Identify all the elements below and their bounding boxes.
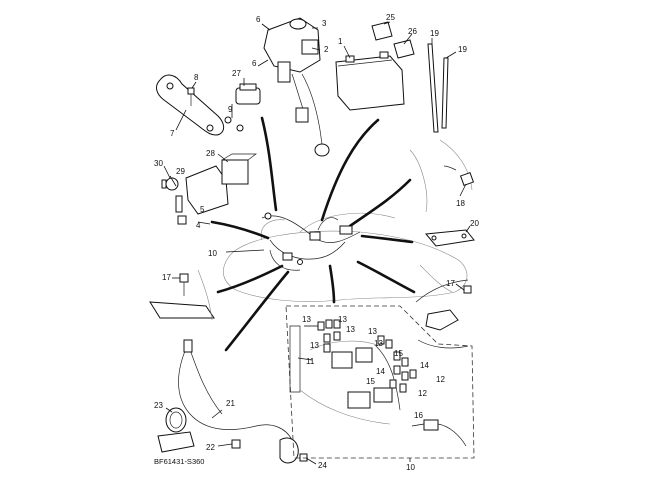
callout-13c: 13 xyxy=(346,325,355,334)
callout-1: 1 xyxy=(338,37,343,46)
callout-26: 26 xyxy=(408,27,417,36)
battery-terminal-covers xyxy=(371,21,415,59)
callout-28: 28 xyxy=(206,149,215,158)
callout-2: 2 xyxy=(324,45,329,54)
starter-relay-assembly xyxy=(261,17,330,157)
battery-bands xyxy=(427,43,449,133)
callout-17b: 17 xyxy=(446,279,455,288)
callout-10b: 10 xyxy=(406,463,415,472)
callout-19a: 19 xyxy=(430,29,439,38)
callout-labels: 1 2 3 4 5 6 6 7 8 9 10 10 11 12 12 13 13… xyxy=(154,13,479,472)
callout-25: 25 xyxy=(386,13,395,22)
callout-6a: 6 xyxy=(256,15,261,24)
callout-17a: 17 xyxy=(162,273,171,282)
callout-27: 27 xyxy=(232,69,241,78)
main-wire-harness xyxy=(261,212,361,271)
callout-20: 20 xyxy=(470,219,479,228)
callout-4: 4 xyxy=(196,221,201,230)
lower-right-inset xyxy=(415,279,472,349)
callout-11: 11 xyxy=(306,357,315,366)
callout-19b: 19 xyxy=(458,45,467,54)
sensor xyxy=(443,165,475,187)
callout-12a: 12 xyxy=(436,375,445,384)
bolt xyxy=(187,87,195,106)
callout-10a: 10 xyxy=(208,249,217,258)
callout-3: 3 xyxy=(322,19,327,28)
callout-leaders xyxy=(163,21,471,465)
callout-22: 22 xyxy=(206,443,215,452)
battery xyxy=(335,51,405,111)
callout-14b: 14 xyxy=(376,367,385,376)
callout-30: 30 xyxy=(154,159,163,168)
callout-9: 9 xyxy=(228,105,233,114)
callout-13b: 13 xyxy=(338,315,347,324)
lower-left-bracket xyxy=(149,269,215,321)
callout-8: 8 xyxy=(194,73,199,82)
callout-7: 7 xyxy=(170,129,175,138)
callout-13f: 13 xyxy=(374,339,383,348)
callout-12b: 12 xyxy=(418,389,427,398)
harness-routing-lines xyxy=(210,116,416,352)
mounting-bracket xyxy=(425,229,475,247)
callout-18: 18 xyxy=(456,199,465,208)
fuse-box-inset xyxy=(285,305,475,459)
relay xyxy=(235,83,261,105)
bracket xyxy=(156,74,244,136)
callout-21: 21 xyxy=(226,399,235,408)
callout-16: 16 xyxy=(414,411,423,420)
callout-15a: 15 xyxy=(394,349,403,358)
callout-13a: 13 xyxy=(302,315,311,324)
callout-14a: 14 xyxy=(420,361,429,370)
callout-23: 23 xyxy=(154,401,163,410)
callout-24: 24 xyxy=(318,461,327,470)
callout-5: 5 xyxy=(200,205,205,214)
control-unit xyxy=(161,153,258,225)
callout-29: 29 xyxy=(176,167,185,176)
callout-13d: 13 xyxy=(310,341,319,350)
diagram-code: BF61431-S360 xyxy=(154,457,204,466)
callout-6b: 6 xyxy=(252,59,257,68)
callout-15b: 15 xyxy=(366,377,375,386)
callout-13e: 13 xyxy=(368,327,377,336)
